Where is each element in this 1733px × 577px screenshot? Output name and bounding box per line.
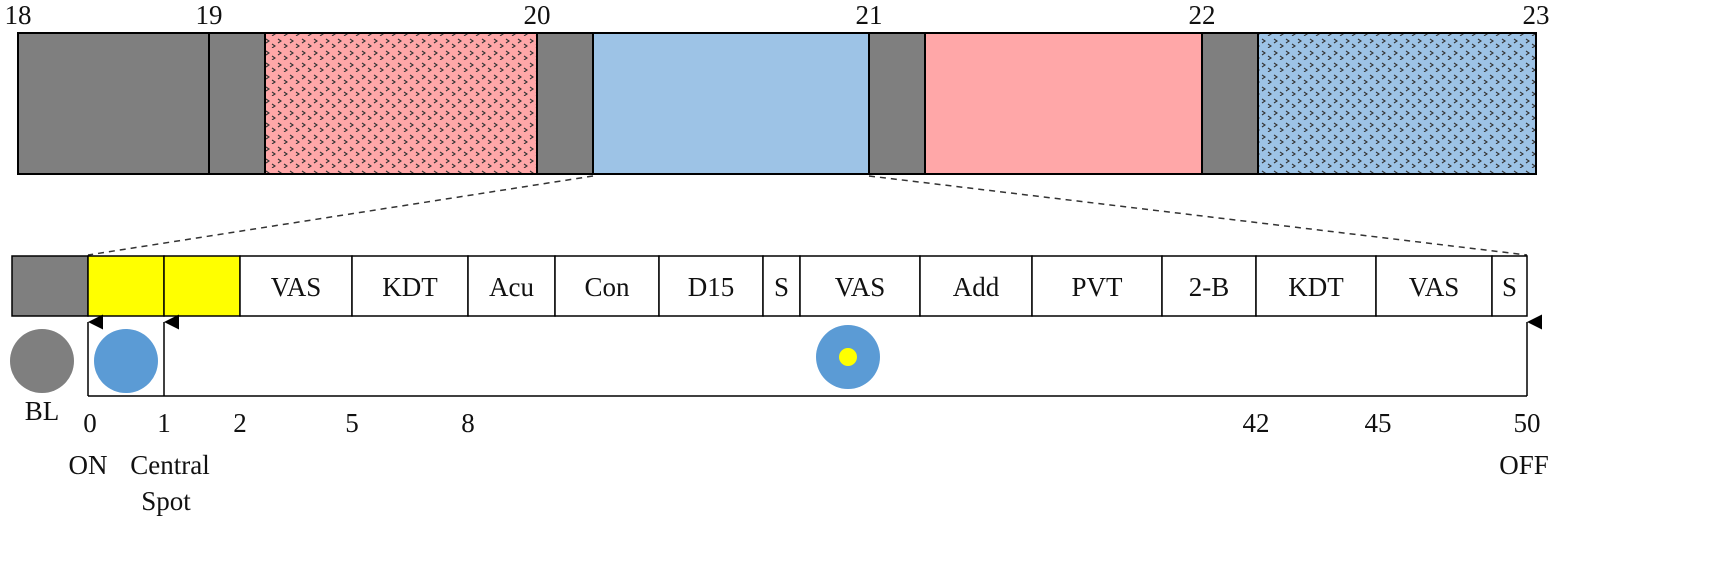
off-caption: OFF	[1499, 450, 1549, 480]
minute-tick-label: 2	[233, 408, 247, 438]
minute-tick-label: 42	[1243, 408, 1270, 438]
test-segment-label: Acu	[489, 272, 534, 302]
blue-field-circle	[94, 329, 158, 393]
test-segment-label: D15	[688, 272, 735, 302]
hour-label: 18	[5, 0, 32, 30]
test-segment	[1161, 255, 1257, 317]
zoom-line-left	[87, 175, 594, 256]
test-segment	[1491, 255, 1528, 317]
session-block-blue-patterned	[1257, 32, 1537, 175]
hour-label: 19	[196, 0, 223, 30]
test-segment-label: Add	[953, 272, 1000, 302]
zoom-lines	[87, 175, 1528, 256]
test-segment	[163, 255, 241, 317]
session-block-pink-patterned	[264, 32, 538, 175]
session-block-blue	[592, 32, 870, 175]
central-spot-yellow-dot	[839, 348, 857, 366]
test-segment	[762, 255, 801, 317]
test-sequence-bar: VAS KDT Acu Con D15 S VAS Add PVT 2-B KDT VAS S	[11, 255, 1528, 317]
session-block-gray	[536, 32, 594, 175]
hour-label: 22	[1189, 0, 1216, 30]
test-segment	[658, 255, 764, 317]
stimulus-circles	[10, 325, 880, 393]
test-segment	[11, 255, 89, 317]
test-segment	[799, 255, 921, 317]
minute-axis: 0 1 2 5 8 42 45 50	[83, 314, 1542, 438]
test-segment-label: VAS	[1409, 272, 1460, 302]
test-segment-label: S	[1502, 272, 1517, 302]
captions: BL ON Central Spot OFF	[25, 396, 1549, 516]
minute-tick-label: 8	[461, 408, 475, 438]
test-segment-label: Con	[584, 272, 630, 302]
minute-tick-label: 0	[83, 408, 97, 438]
minute-tick-label: 1	[157, 408, 171, 438]
session-block-gray	[17, 32, 210, 175]
test-segment	[1031, 255, 1163, 317]
central-spot-caption-line1: Central	[130, 450, 209, 480]
central-spot-caption-line2: Spot	[141, 486, 191, 516]
minute-tick-label: 45	[1365, 408, 1392, 438]
test-segment	[919, 255, 1033, 317]
test-segment	[351, 255, 469, 317]
baseline-caption: BL	[25, 396, 60, 426]
test-segment-label: S	[774, 272, 789, 302]
test-segment-label: VAS	[835, 272, 886, 302]
session-block-pink	[924, 32, 1203, 175]
hour-label: 20	[524, 0, 551, 30]
on-caption: ON	[69, 450, 108, 480]
hour-label: 21	[856, 0, 883, 30]
session-timeline-bar	[17, 32, 1537, 175]
test-segment	[467, 255, 556, 317]
minute-tick-label: 5	[345, 408, 359, 438]
test-segment-label: VAS	[271, 272, 322, 302]
session-block-gray	[208, 32, 266, 175]
hour-label: 23	[1523, 0, 1550, 30]
test-segment-label: PVT	[1071, 272, 1123, 302]
test-segment-label: KDT	[1288, 272, 1344, 302]
zoom-line-right	[868, 175, 1528, 256]
test-segment	[1375, 255, 1493, 317]
test-segment-label: KDT	[382, 272, 438, 302]
minute-tick-label: 50	[1514, 408, 1541, 438]
test-segment	[87, 255, 165, 317]
test-segment-label: 2-B	[1189, 272, 1230, 302]
session-block-gray	[1201, 32, 1259, 175]
test-segment	[239, 255, 353, 317]
baseline-gray-circle	[10, 329, 74, 393]
session-block-gray	[868, 32, 926, 175]
hour-labels: 18 19 20 21 22 23	[5, 0, 1550, 30]
